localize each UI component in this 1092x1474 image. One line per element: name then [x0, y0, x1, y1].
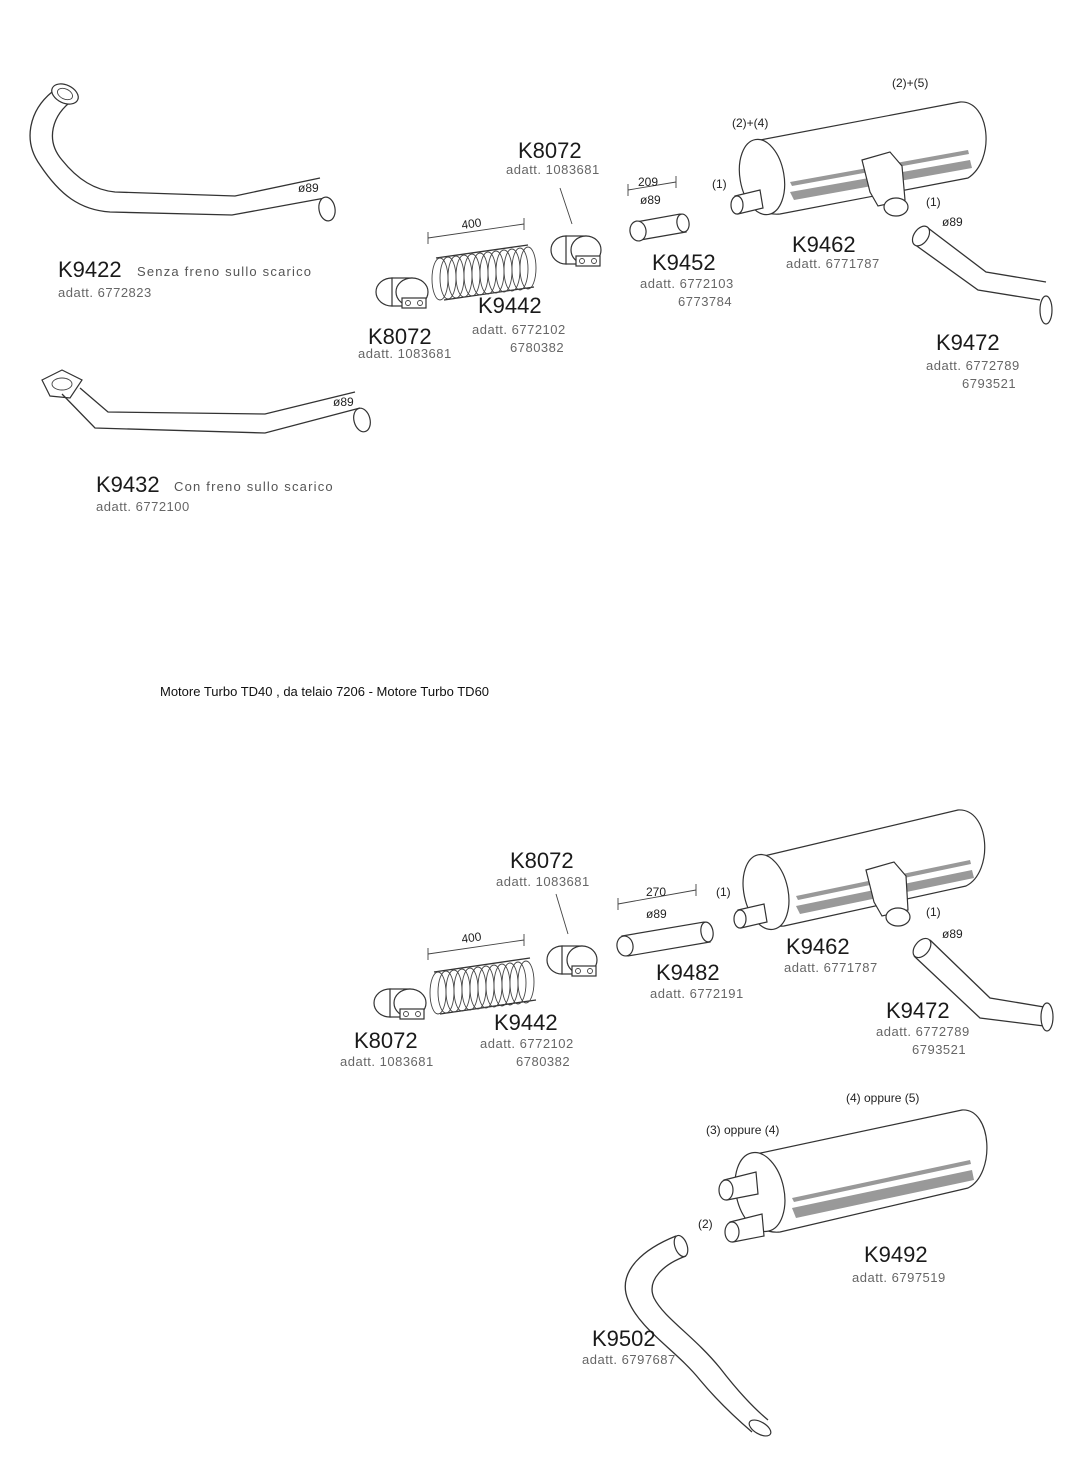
- k9442-adatt2: 6780382: [510, 340, 564, 355]
- k9462-label-in: (1): [712, 177, 727, 191]
- k8072-upper-clamp-bottom: [546, 893, 598, 977]
- k8072-upper-bottom-code: K8072: [510, 848, 574, 873]
- k9432-adatt: adatt. 6772100: [96, 499, 190, 514]
- k9482-length: 270: [646, 885, 666, 899]
- k9472-adatt1: adatt. 6772789: [926, 358, 1020, 373]
- k9442-bottom-code: K9442: [494, 1010, 558, 1035]
- k9462-silencer: [730, 101, 987, 217]
- k9442-bottom-adatt2: 6780382: [516, 1054, 570, 1069]
- k8072-upper-clamp: [550, 187, 602, 267]
- k9492-code: K9492: [864, 1242, 928, 1267]
- k9462-code: K9462: [792, 232, 856, 257]
- k8072-lower-clamp-bottom: [373, 988, 427, 1020]
- k8072-upper-bottom-adatt: adatt. 1083681: [496, 874, 590, 889]
- k9442-flex-pipe: [427, 218, 537, 301]
- k8072-upper-adatt: adatt. 1083681: [506, 162, 600, 177]
- k9472-bottom-code: K9472: [886, 998, 950, 1023]
- section-title: Motore Turbo TD40 , da telaio 7206 - Mot…: [160, 684, 489, 699]
- k9432-note: Con freno sullo scarico: [174, 479, 334, 494]
- k9422-adatt: adatt. 6772823: [58, 285, 152, 300]
- k9462-adatt: adatt. 6771787: [786, 256, 880, 271]
- k9492-adatt: adatt. 6797519: [852, 1270, 946, 1285]
- k9422-diameter: ø89: [298, 181, 319, 195]
- k9452-diameter: ø89: [640, 193, 661, 207]
- k9472-code: K9472: [936, 330, 1000, 355]
- k9442-bottom-length: 400: [461, 929, 483, 946]
- k9492-label-b: (4) oppure (5): [846, 1091, 919, 1105]
- k8072-lower-bottom-code: K8072: [354, 1028, 418, 1053]
- k9432-diameter: ø89: [333, 395, 354, 409]
- k9452-adatt2: 6773784: [678, 294, 732, 309]
- k8072-lower-adatt: adatt. 1083681: [358, 346, 452, 361]
- k9482-adatt: adatt. 6772191: [650, 986, 744, 1001]
- k9482-code: K9482: [656, 960, 720, 985]
- k9482-diameter: ø89: [646, 907, 667, 921]
- k9462-bottom-label-out: (1): [926, 905, 941, 919]
- k9472-adatt2: 6793521: [962, 376, 1016, 391]
- k9472-bottom-diameter: ø89: [942, 927, 963, 941]
- k9462-label-out: (1): [926, 195, 941, 209]
- k9492-label-a: (3) oppure (4): [706, 1123, 779, 1137]
- k8072-lower-code: K8072: [368, 324, 432, 349]
- k9502-label-in: (2): [698, 1217, 713, 1231]
- k9462-bottom-code: K9462: [786, 934, 850, 959]
- k9482-straight-pipe: [616, 884, 714, 957]
- k9472-tail-pipe-bottom: [912, 937, 1054, 1032]
- k9422-front-pipe: [29, 83, 336, 222]
- k9452-code: K9452: [652, 250, 716, 275]
- k8072-lower-bottom-adatt: adatt. 1083681: [340, 1054, 434, 1069]
- k9462-bottom-adatt: adatt. 6771787: [784, 960, 878, 975]
- k9502-adatt: adatt. 6797687: [582, 1352, 676, 1367]
- k9442-adatt1: adatt. 6772102: [472, 322, 566, 337]
- k9452-adatt1: adatt. 6772103: [640, 276, 734, 291]
- k9442-code: K9442: [478, 293, 542, 318]
- k9422-code: K9422: [58, 257, 122, 282]
- k9472-bottom-adatt1: adatt. 6772789: [876, 1024, 970, 1039]
- k9442-flex-pipe-bottom: [427, 934, 537, 1015]
- k9502-code: K9502: [592, 1326, 656, 1351]
- k9472-bottom-adatt2: 6793521: [912, 1042, 966, 1057]
- k9422-note: Senza freno sullo scarico: [137, 264, 312, 279]
- k9472-diameter: ø89: [942, 215, 963, 229]
- k8072-upper-code: K8072: [518, 138, 582, 163]
- k9442-length: 400: [461, 215, 483, 232]
- k8072-lower-clamp: [375, 277, 429, 309]
- k9462-label-a: (2)+(4): [732, 116, 768, 130]
- k9462-bottom-label-in: (1): [716, 885, 731, 899]
- k9472-tail-pipe: [911, 225, 1053, 325]
- k9432-code: K9432: [96, 472, 160, 497]
- k9462-label-b: (2)+(5): [892, 76, 928, 90]
- k9452-straight-pipe: [627, 176, 690, 242]
- k9492-silencer: [718, 1109, 988, 1243]
- k9502-tail-pipe: [624, 1234, 772, 1437]
- k9452-length: 209: [638, 175, 658, 189]
- k9442-bottom-adatt1: adatt. 6772102: [480, 1036, 574, 1051]
- k9432-front-pipe: [41, 369, 371, 434]
- k9462-silencer-bottom: [733, 809, 986, 931]
